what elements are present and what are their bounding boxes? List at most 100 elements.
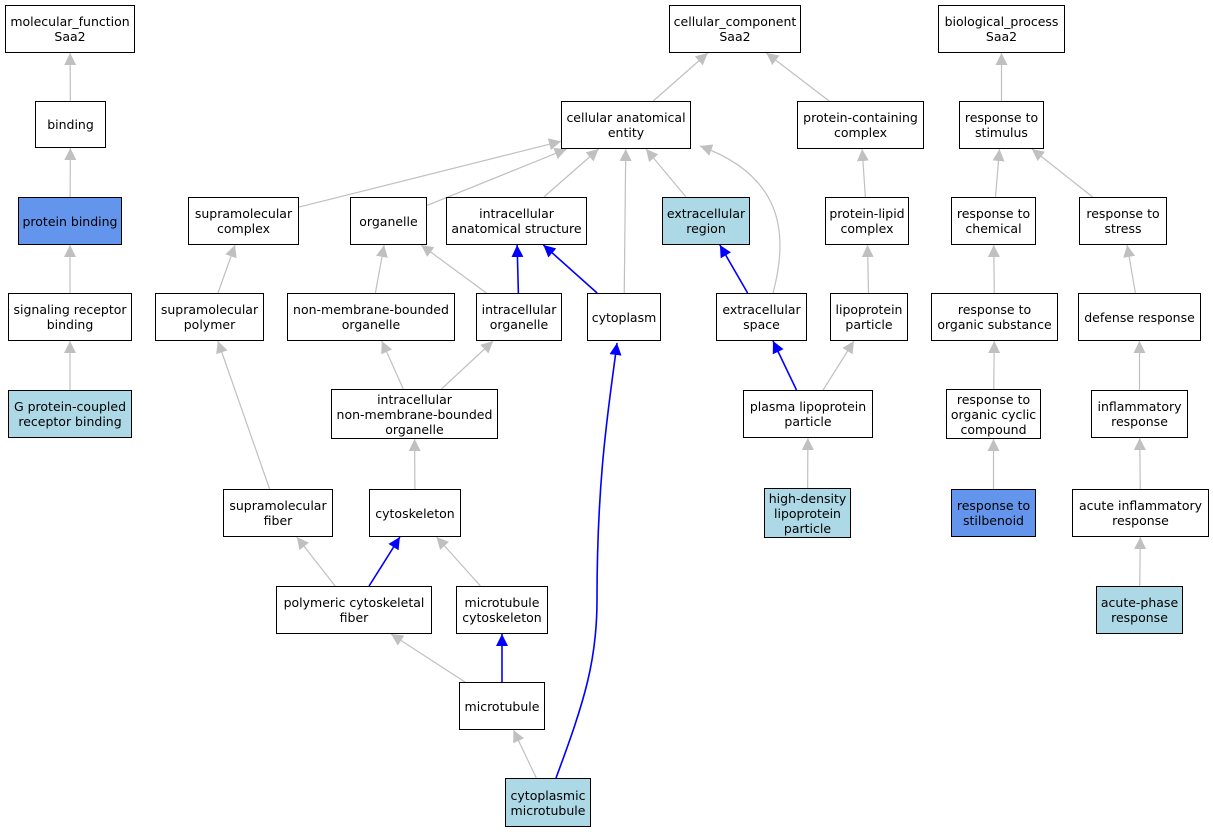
node-organelle[interactable]: organelle xyxy=(350,197,427,245)
node-defense-response[interactable]: defense response xyxy=(1078,293,1201,341)
edge-polymeric_cytoskeletal_fiber-to-cytoskeleton xyxy=(368,536,401,587)
edge-extracellular_space-to-cellular_anatomical_entity xyxy=(699,144,781,294)
node-label: microtubule xyxy=(464,698,540,714)
node-label: protein binding xyxy=(22,213,118,229)
node-microtubule[interactable]: microtubule xyxy=(459,682,545,730)
edge-acute_inflammatory_response-to-inflammatory_response xyxy=(1133,437,1146,490)
edge-intracellular_organelle-to-organelle xyxy=(420,244,487,294)
edge-cellular_anatomical_entity-to-cc_root xyxy=(652,52,709,102)
edge-response_to_chemical-to-response_to_stimulus xyxy=(992,148,1005,198)
node-label: defense response xyxy=(1084,309,1195,325)
edge-intracellular_nmbo-to-intracellular_organelle xyxy=(441,340,494,390)
edge-cytoplasm-to-cellular_anatomical_entity xyxy=(619,148,632,294)
edge-intracellular_organelle-to-intracellular_anatomical_structure xyxy=(511,244,524,294)
edge-supramolecular_fiber-to-supramolecular_polymer xyxy=(216,340,271,490)
edge-polymeric_cytoskeletal_fiber-to-supramolecular_fiber xyxy=(296,536,336,587)
edge-extracellular_space-to-extracellular_region xyxy=(719,244,749,294)
edge-intracellular_nmbo-to-non_membrane_bounded_organelle xyxy=(381,340,404,390)
edge-intracellular_anatomical_structure-to-cellular_anatomical_entity xyxy=(543,148,600,198)
node-cytoskeleton[interactable]: cytoskeleton xyxy=(369,489,461,537)
edge-lipoprotein_particle-to-protein_lipid_complex xyxy=(861,244,874,294)
edge-protein_lipid_complex-to-protein_containing_complex xyxy=(856,148,869,198)
edge-cytoplasmic_microtubule-to-microtubule xyxy=(512,729,537,779)
edge-microtubule-to-polymeric_cytoskeletal_fiber xyxy=(390,633,466,683)
edge-protein_containing_complex-to-cc_root xyxy=(766,52,830,102)
edge-extracellular_region-to-cellular_anatomical_entity xyxy=(645,148,687,198)
edge-acute_phase_response-to-acute_inflammatory_response xyxy=(1134,536,1147,587)
edge-response_to_stress-to-response_to_stimulus xyxy=(1031,148,1094,198)
edge-non_membrane_bounded_organelle-to-organelle xyxy=(374,244,388,294)
node-binding[interactable]: binding xyxy=(35,101,106,148)
edge-supramolecular_polymer-to-supramolecular_complex xyxy=(217,244,237,294)
node-label: cytoplasm xyxy=(591,309,657,325)
edge-microtubule_cytoskeleton-to-cytoskeleton xyxy=(436,536,481,587)
node-protein-binding[interactable]: protein binding xyxy=(18,197,122,245)
node-cytoplasm[interactable]: cytoplasm xyxy=(587,293,661,341)
node-label: cytoskeleton xyxy=(375,505,455,521)
node-label: organelle xyxy=(359,213,418,229)
node-label: binding xyxy=(47,117,94,132)
edge-cytoplasmic_microtubule-to-cytoplasm xyxy=(555,342,622,779)
